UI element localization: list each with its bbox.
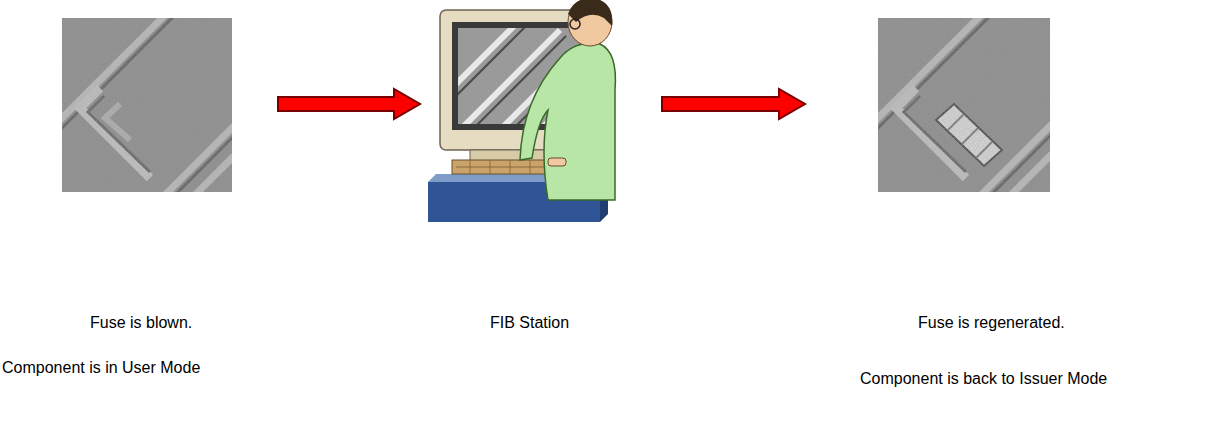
- fuse-micrograph: [62, 18, 232, 192]
- fuse-micrograph: [878, 18, 1050, 192]
- picture-panel: Fuse is regenerated. Component is back to…: [855, 18, 1112, 392]
- picture-panel: Fuse is blown. Component is in User Mode: [0, 18, 240, 381]
- block-arrow: [662, 89, 805, 119]
- block-arrow: [278, 89, 420, 119]
- caption-text: Fuse is blown.: [90, 313, 192, 332]
- fib-station-illustration: [428, 0, 620, 222]
- caption-text: Component is in User Mode: [2, 358, 200, 377]
- picture-panel: FIB Station: [428, 0, 618, 336]
- caption-text: FIB Station: [490, 313, 569, 332]
- caption-text: Fuse is regenerated.: [918, 313, 1065, 332]
- caption-text: Component is back to Issuer Mode: [860, 369, 1107, 388]
